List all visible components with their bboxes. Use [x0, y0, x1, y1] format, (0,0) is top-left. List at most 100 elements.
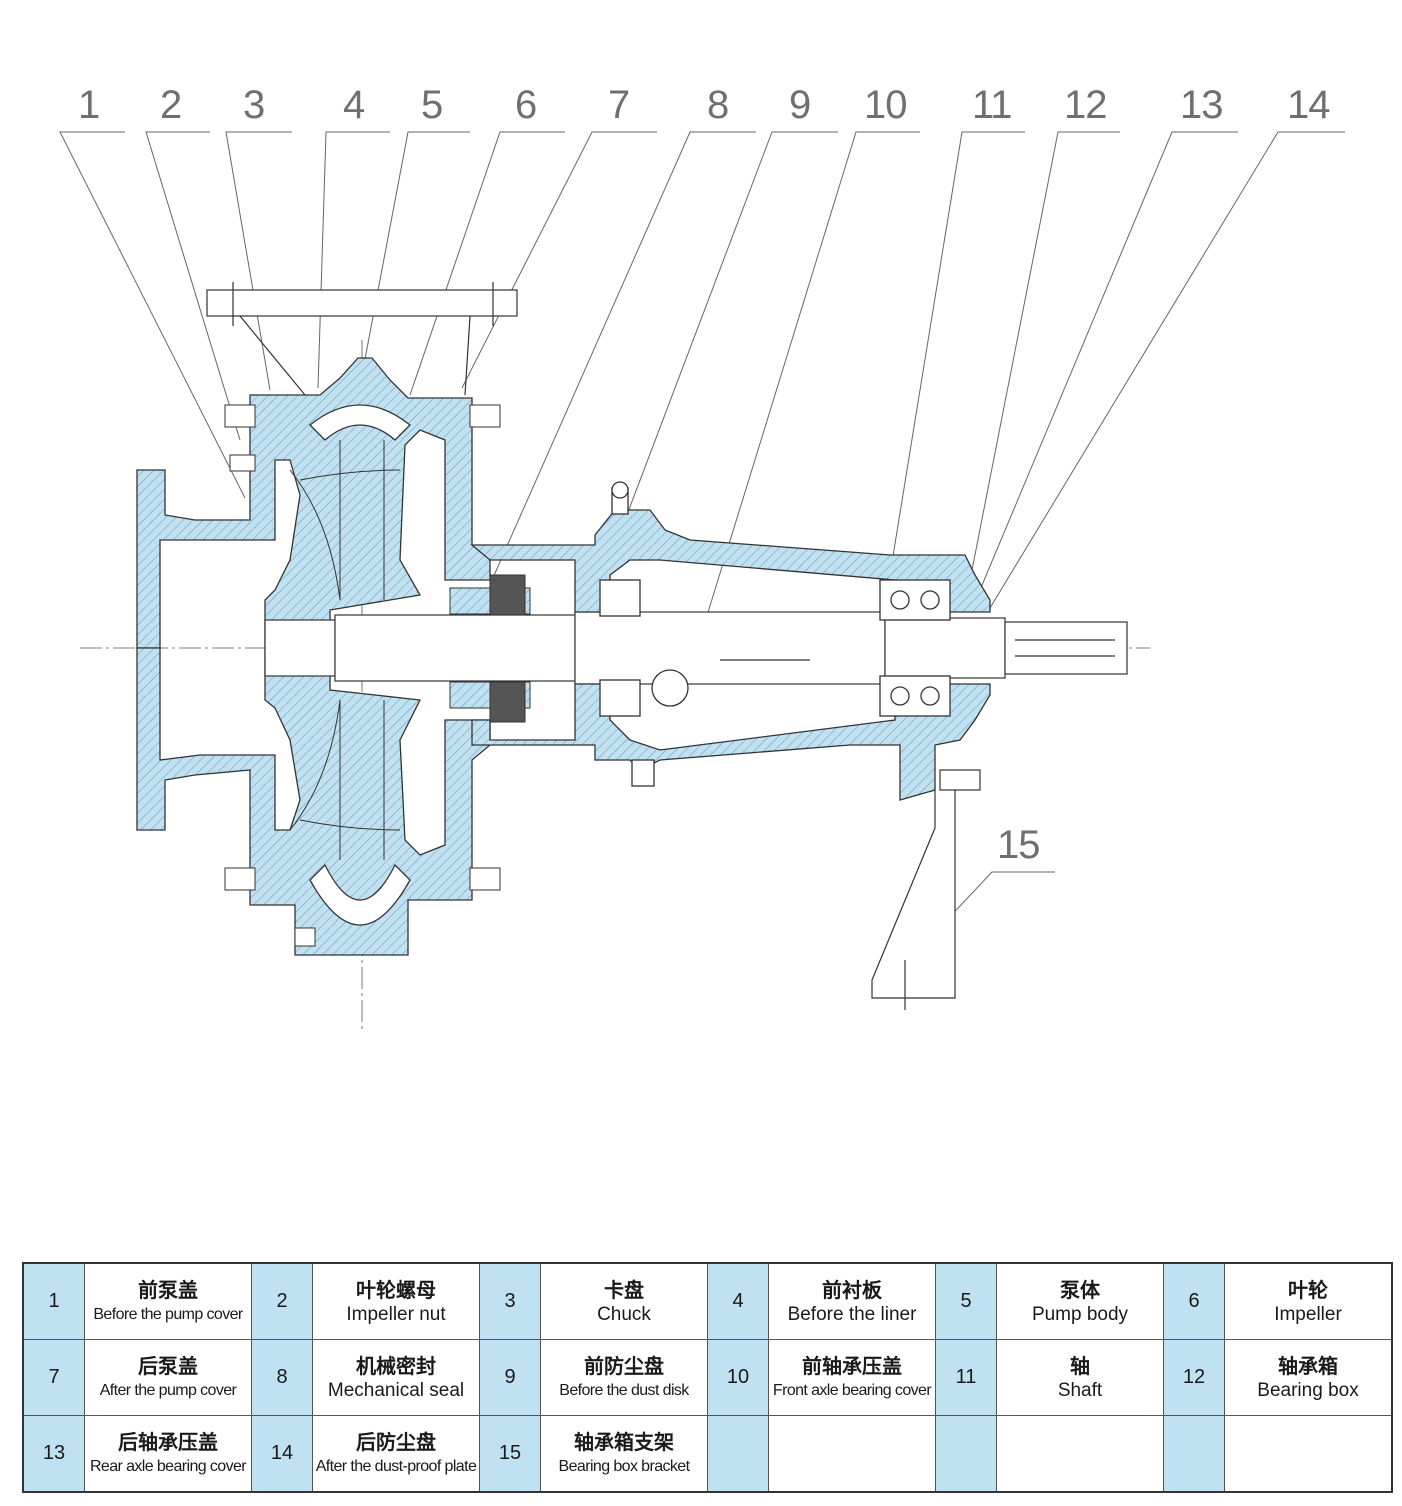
- callout-7: 7: [608, 83, 629, 127]
- part-name-cell: 后泵盖 After the pump cover: [84, 1339, 252, 1416]
- part-number: 13: [42, 1442, 66, 1464]
- part-number-cell: 2: [251, 1262, 313, 1340]
- part-name-english: Before the pump cover: [93, 1305, 243, 1323]
- part-number-cell: 10: [707, 1339, 769, 1416]
- part-name-chinese: 轴: [1070, 1353, 1090, 1378]
- shaft: [264, 611, 1128, 685]
- part-name-chinese: 前防尘盘: [584, 1353, 664, 1378]
- part-name-chinese: 轴承箱: [1278, 1353, 1338, 1378]
- part-name-chinese: 叶轮: [1288, 1277, 1328, 1302]
- part-name-english: Shaft: [1057, 1379, 1103, 1401]
- part-number: 7: [48, 1366, 60, 1388]
- part-number: 9: [504, 1366, 516, 1388]
- part-name-english: Impeller: [1274, 1303, 1342, 1325]
- part-number-cell: [707, 1415, 769, 1493]
- part-number-cell: [1163, 1415, 1225, 1493]
- part-number-cell: 7: [22, 1339, 85, 1416]
- part-name-cell: [996, 1415, 1164, 1493]
- part-name-cell: 前泵盖 Before the pump cover: [84, 1262, 252, 1340]
- part-number-cell: 14: [251, 1415, 313, 1493]
- pump-section-diagram: 1 2 3 4 5 6 7 8 9 10 11 12 13 14 15: [59, 83, 1345, 1030]
- part-name-cell: 前防尘盘 Before the dust disk: [540, 1339, 708, 1416]
- callout-13: 13: [1180, 83, 1223, 127]
- part-number: 4: [732, 1290, 744, 1312]
- part-name-english: Mechanical seal: [327, 1379, 465, 1401]
- part-number-cell: 9: [479, 1339, 541, 1416]
- part-name-chinese: 后泵盖: [138, 1353, 198, 1378]
- callout-12: 12: [1064, 83, 1107, 127]
- part-name-cell: 轴承箱支架 Bearing box bracket: [540, 1415, 708, 1493]
- mechanical-seal: [449, 574, 531, 723]
- part-name-cell: [1224, 1415, 1393, 1493]
- part-name-cell: [768, 1415, 936, 1493]
- callout-1: 1: [78, 83, 99, 127]
- part-number-cell: 6: [1163, 1262, 1225, 1340]
- part-name-english: Rear axle bearing cover: [89, 1457, 247, 1475]
- pump-casing: [136, 357, 491, 956]
- part-name-chinese: 卡盘: [604, 1277, 644, 1302]
- part-name-chinese: 后轴承压盖: [118, 1429, 218, 1454]
- part-number-cell: 4: [707, 1262, 769, 1340]
- part-name-chinese: 前泵盖: [138, 1277, 198, 1302]
- part-name-english: Impeller nut: [346, 1303, 446, 1325]
- part-number: 11: [955, 1366, 977, 1388]
- callout-9: 9: [789, 83, 810, 127]
- part-name-english: Before the dust disk: [559, 1381, 689, 1399]
- callout-labels: 1 2 3 4 5 6 7 8 9 10 11 12 13 14 15: [78, 83, 1331, 867]
- bearing-box: [470, 481, 991, 801]
- part-number: 1: [48, 1290, 60, 1312]
- part-name-chinese: 机械密封: [356, 1353, 436, 1378]
- part-name-english: Pump body: [1031, 1303, 1129, 1325]
- callout-6: 6: [515, 83, 536, 127]
- part-name-english: Bearing box bracket: [558, 1457, 691, 1475]
- part-name-cell: 前轴承压盖 Front axle bearing cover: [768, 1339, 936, 1416]
- callout-10: 10: [864, 83, 907, 127]
- part-number: 8: [276, 1366, 288, 1388]
- part-number-cell: 5: [935, 1262, 997, 1340]
- callout-4: 4: [343, 83, 365, 127]
- part-name-chinese: 前轴承压盖: [802, 1353, 902, 1378]
- part-name-english: Bearing box: [1257, 1379, 1359, 1401]
- part-name-chinese: 前衬板: [822, 1277, 882, 1302]
- discharge-flange: [206, 282, 518, 396]
- callout-8: 8: [707, 83, 728, 127]
- part-number: 15: [498, 1442, 522, 1464]
- part-name-chinese: 轴承箱支架: [574, 1429, 674, 1454]
- part-number: 10: [726, 1366, 750, 1388]
- part-number: 14: [270, 1442, 294, 1464]
- callout-14: 14: [1287, 83, 1330, 127]
- part-number-cell: 1: [22, 1262, 85, 1340]
- impeller: [289, 440, 401, 860]
- callout-3: 3: [243, 83, 264, 127]
- part-number: 5: [960, 1290, 972, 1312]
- part-number: 2: [276, 1290, 288, 1312]
- part-name-english: Before the liner: [787, 1303, 917, 1325]
- part-name-english: After the pump cover: [99, 1381, 237, 1399]
- part-number: 6: [1188, 1290, 1200, 1312]
- part-number-cell: 15: [479, 1415, 541, 1493]
- part-number-cell: 3: [479, 1262, 541, 1340]
- part-number: 12: [1182, 1366, 1206, 1388]
- part-name-chinese: 泵体: [1060, 1277, 1100, 1302]
- part-name-english: Front axle bearing cover: [772, 1381, 932, 1399]
- bearing-box-bracket: [871, 769, 981, 1010]
- part-number-cell: [935, 1415, 997, 1493]
- part-name-chinese: 后防尘盘: [356, 1429, 436, 1454]
- callout-5: 5: [421, 83, 442, 127]
- callout-15: 15: [997, 823, 1040, 867]
- part-number-cell: 12: [1163, 1339, 1225, 1416]
- part-number-cell: 13: [22, 1415, 85, 1493]
